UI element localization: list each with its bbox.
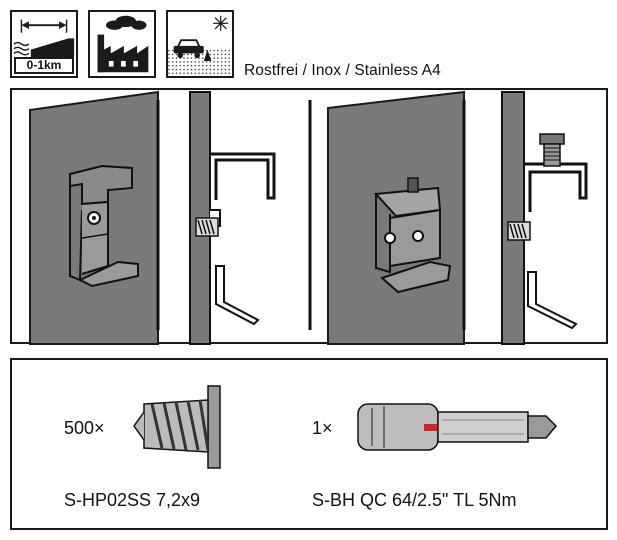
material-label: Rostfrei / Inox / Stainless A4 bbox=[244, 62, 441, 79]
winter-road-salt-icon bbox=[166, 10, 234, 78]
coastal-distance-icon: 0-1km bbox=[10, 10, 78, 78]
installation-diagram bbox=[10, 88, 608, 345]
screw-part-code: S-HP02SS 7,2x9 bbox=[64, 490, 201, 510]
distance-label: 0-1km bbox=[14, 57, 74, 74]
panel-clip-view-right bbox=[308, 90, 466, 345]
bit-part-code: S-BH QC 64/2.5" TL 5Nm bbox=[312, 490, 517, 510]
screw-quantity: 500× bbox=[64, 418, 105, 438]
industrial-pollution-icon bbox=[88, 10, 156, 78]
panel-clip-view-left bbox=[29, 90, 160, 345]
bit-holder-icon bbox=[357, 403, 558, 451]
bit-quantity: 1× bbox=[312, 418, 333, 438]
profile-section-left bbox=[189, 91, 276, 345]
screw-icon bbox=[133, 385, 221, 469]
parts-list-panel: 500× S-HP02SS 7,2x9 1× S-BH QC 64/2.5" T… bbox=[10, 358, 608, 530]
profile-section-right bbox=[501, 91, 588, 345]
